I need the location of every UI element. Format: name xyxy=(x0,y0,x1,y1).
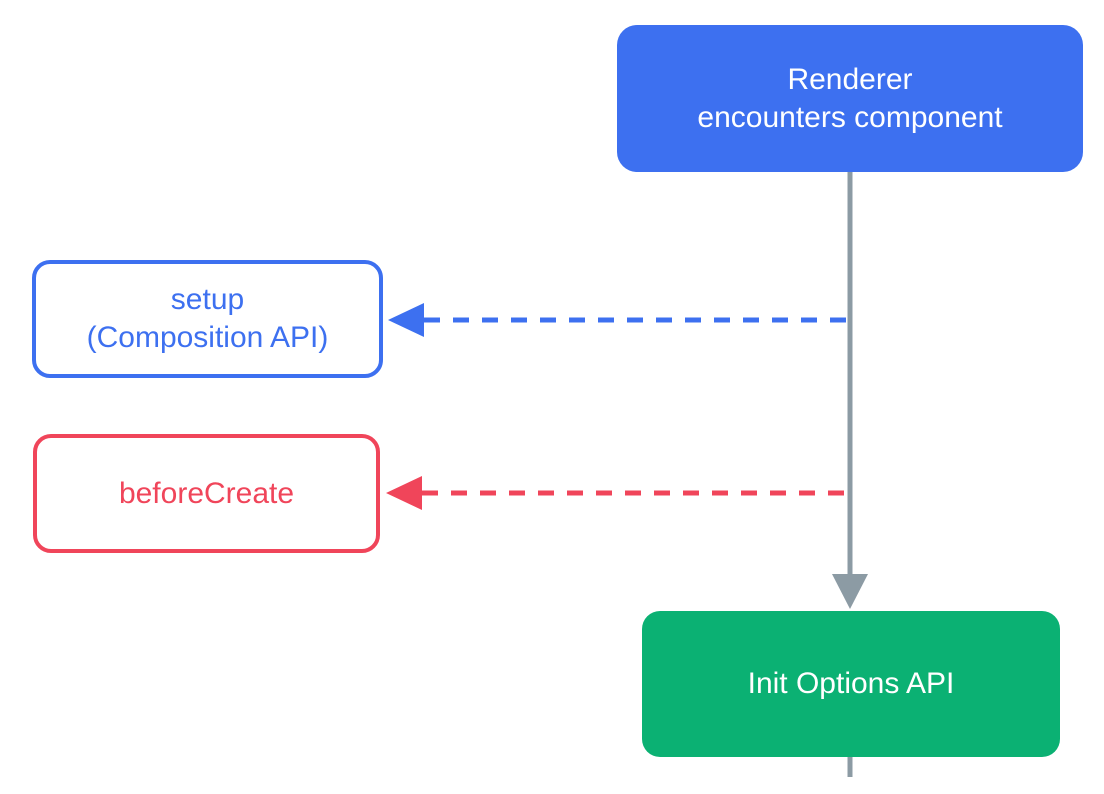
down-arrowhead-icon xyxy=(832,574,868,609)
node-renderer-label: Renderer encounters component xyxy=(697,62,1003,134)
setup-left-arrowhead-icon xyxy=(388,303,424,337)
node-init-options: Init Options API xyxy=(642,611,1060,757)
node-renderer: Renderer encounters component xyxy=(617,25,1083,172)
node-before-create-label: beforeCreate xyxy=(118,476,295,510)
node-before-create: beforeCreate xyxy=(33,434,380,553)
before-create-left-arrowhead-icon xyxy=(386,476,422,510)
node-init-options-label: Init Options API xyxy=(747,667,955,700)
node-setup: setup (Composition API) xyxy=(32,260,383,378)
node-setup-label: setup (Composition API) xyxy=(86,283,329,354)
